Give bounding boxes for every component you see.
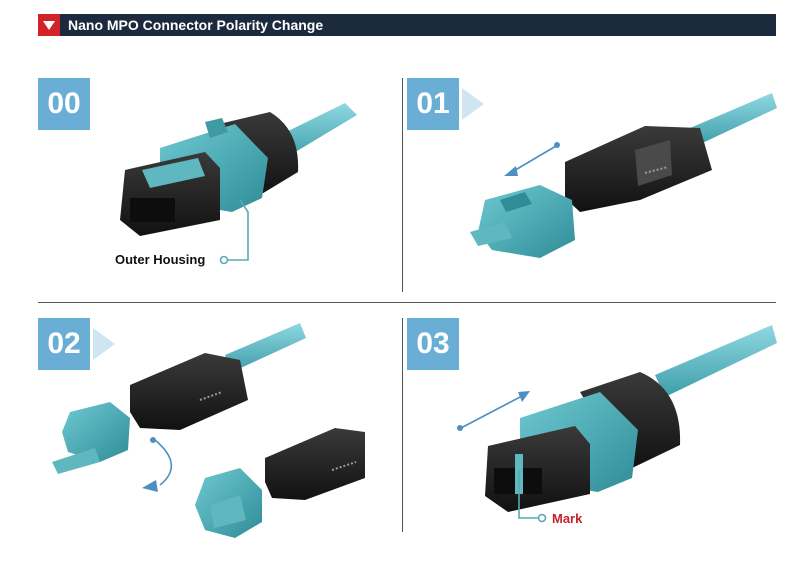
arrow-dot-01	[554, 142, 560, 148]
callout-dot-mark	[537, 513, 547, 523]
arrow-left-icon-01	[504, 166, 518, 176]
triangle-down-icon	[43, 21, 55, 30]
divider-horizontal	[38, 302, 776, 303]
step-badge-03: 03	[407, 318, 459, 370]
step-badge-01: 01	[407, 78, 459, 130]
callout-dot-outer-housing	[219, 255, 229, 265]
page-title: Nano MPO Connector Polarity Change	[68, 17, 324, 33]
step-badge-00: 00	[38, 78, 90, 130]
label-mark: Mark	[552, 511, 583, 526]
rotate-arrow-line	[154, 439, 173, 486]
rotate-arrow-icon	[142, 480, 158, 492]
label-outer-housing: Outer Housing	[115, 252, 206, 267]
divider-vertical-bottom	[402, 318, 403, 532]
header-bar: Nano MPO Connector Polarity Change	[38, 14, 776, 36]
step-badge-02: 02	[38, 318, 90, 370]
chevron-right-icon-01	[462, 88, 484, 120]
divider-vertical-top	[402, 78, 403, 292]
header-marker	[38, 14, 60, 36]
connector-disassembled-01	[470, 93, 777, 258]
arrow-dot-03	[457, 425, 463, 431]
callout-line-outer-housing	[226, 199, 249, 261]
arrow-line-01	[511, 145, 557, 173]
rotate-arrow-dot	[150, 437, 156, 443]
arrow-line-03	[460, 395, 523, 429]
connector-rotation-02	[52, 323, 365, 538]
connector-reassembled-03	[457, 325, 777, 523]
connector-assembled-00	[120, 103, 357, 265]
chevron-right-icon-02	[93, 328, 115, 360]
arrow-right-icon-03	[518, 391, 530, 402]
callout-line-mark	[518, 470, 540, 519]
